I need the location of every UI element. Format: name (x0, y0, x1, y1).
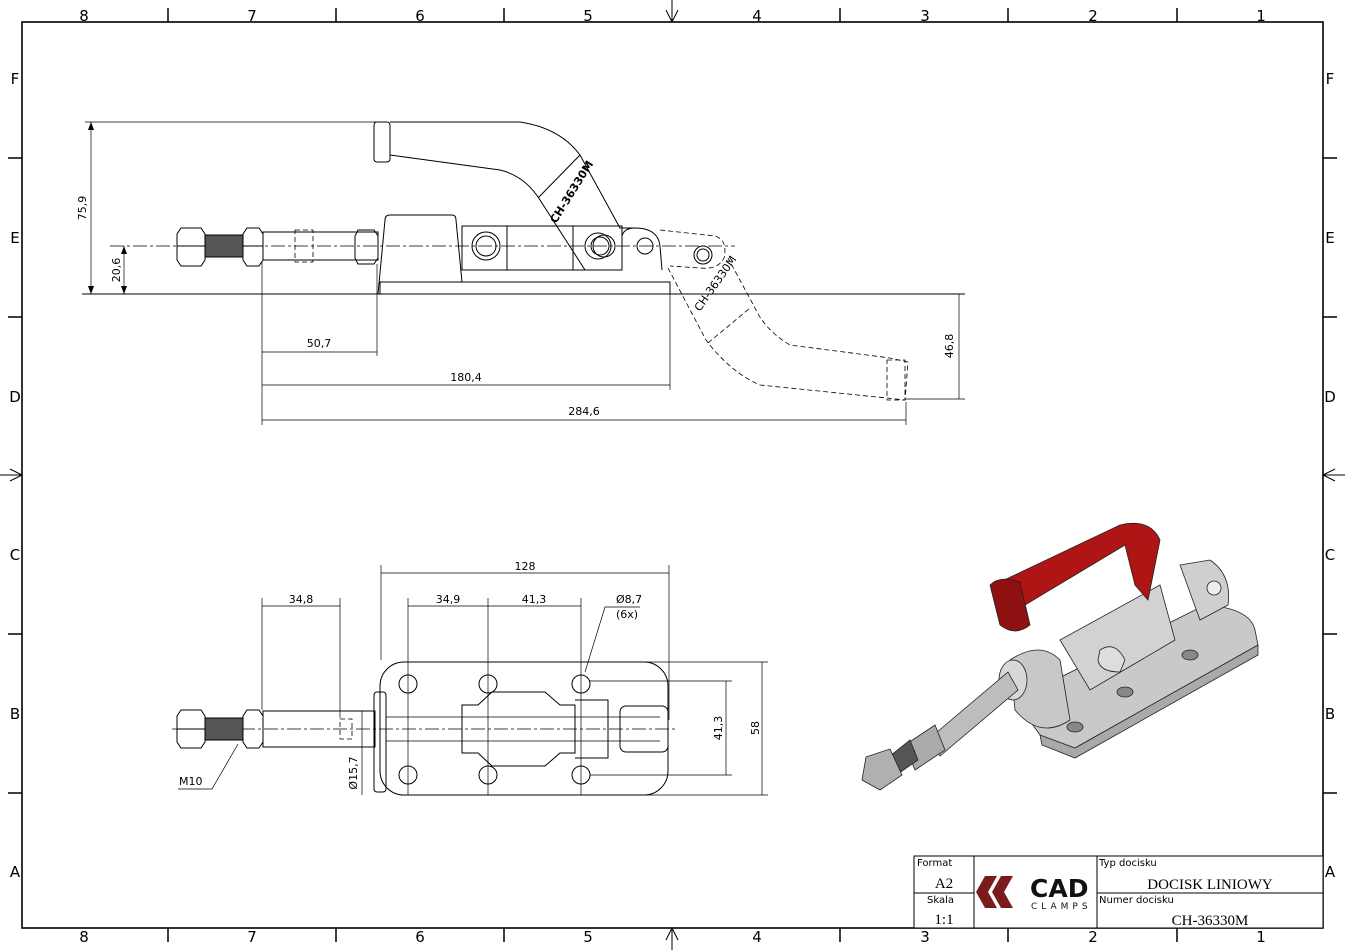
dim-height-total: 75,9 (76, 196, 89, 221)
logo-sub-text: CLAMPS (1031, 902, 1092, 912)
zone-label: 4 (752, 7, 762, 25)
zone-label: 5 (583, 928, 593, 946)
format-value: A2 (935, 876, 953, 892)
dim-hole-pitch-a: 34,9 (436, 593, 461, 606)
zone-label: F (1326, 70, 1335, 88)
dim-hole-spacing: 41,3 (712, 716, 725, 741)
dim-thread: M10 (179, 775, 203, 788)
type-value: DOCISK LINIOWY (1147, 877, 1273, 893)
row-zone-labels: F E D C B A F E D C B A (9, 70, 1336, 881)
scale-label: Skala (927, 895, 954, 906)
dim-plate-width: 58 (749, 721, 762, 735)
zone-label: 7 (247, 7, 257, 25)
zone-label: D (9, 388, 21, 406)
zone-label: 7 (247, 928, 257, 946)
zone-label: 6 (415, 928, 425, 946)
zone-label: C (10, 546, 20, 564)
plan-view: 128 34,8 34,9 41,3 Ø8,7 (6x) 41,3 58 Ø15… (172, 560, 768, 796)
dim-center-height: 20,6 (110, 258, 123, 283)
scale-value: 1:1 (934, 912, 953, 928)
format-label: Format (917, 858, 952, 869)
zone-label: 2 (1088, 7, 1098, 25)
column-zone-labels: 8 7 6 5 4 3 2 1 8 7 6 5 4 3 2 1 (79, 7, 1266, 946)
cad-clamps-logo: CAD CLAMPS (976, 874, 1092, 912)
zone-label: 6 (415, 7, 425, 25)
zone-label: E (1325, 229, 1334, 247)
zone-label: 3 (920, 7, 930, 25)
zone-label: A (1325, 863, 1336, 881)
logo-main-text: CAD (1030, 874, 1088, 903)
drawing-frame (21, 21, 1324, 929)
zone-label: A (10, 863, 21, 881)
zone-label: 1 (1256, 928, 1266, 946)
side-view: CH-36330M CH-36330M 75,9 20,6 50,7 180,4… (76, 121, 965, 425)
zone-label: 8 (79, 928, 89, 946)
zone-label: 3 (920, 928, 930, 946)
zone-label: D (1324, 388, 1336, 406)
zone-label: 5 (583, 7, 593, 25)
dim-plate-length: 128 (515, 560, 536, 573)
zone-label: B (10, 705, 20, 723)
dim-hole-pitch-b: 41,3 (522, 593, 547, 606)
zone-label: F (11, 70, 20, 88)
number-value: CH-36330M (1172, 913, 1249, 929)
title-block: Format A2 Skala 1:1 CAD CLAMPS Typ docis… (913, 855, 1324, 929)
dim-hole-diameter: Ø8,7 (616, 593, 642, 606)
zone-label: C (1325, 546, 1335, 564)
zone-label: 4 (752, 928, 762, 946)
number-label: Numer docisku (1099, 895, 1174, 906)
isometric-view (861, 522, 1259, 791)
zone-label: E (10, 229, 19, 247)
dim-len-b: 180,4 (450, 371, 482, 384)
zone-label: 8 (79, 7, 89, 25)
zone-ticks (8, 8, 1337, 942)
zone-label: 1 (1256, 7, 1266, 25)
dim-rod-diameter: Ø15,7 (347, 756, 360, 789)
type-label: Typ docisku (1098, 858, 1157, 869)
dim-hole-count: (6x) (616, 608, 638, 621)
mounting-holes (398, 674, 591, 785)
dim-len-c: 284,6 (568, 405, 600, 418)
dim-open-drop: 46,8 (943, 334, 956, 359)
zone-label: B (1325, 705, 1335, 723)
dim-rod-length: 34,8 (289, 593, 314, 606)
dim-len-a: 50,7 (307, 337, 332, 350)
handle-part-mark: CH-36330M (548, 158, 597, 225)
zone-label: 2 (1088, 928, 1098, 946)
